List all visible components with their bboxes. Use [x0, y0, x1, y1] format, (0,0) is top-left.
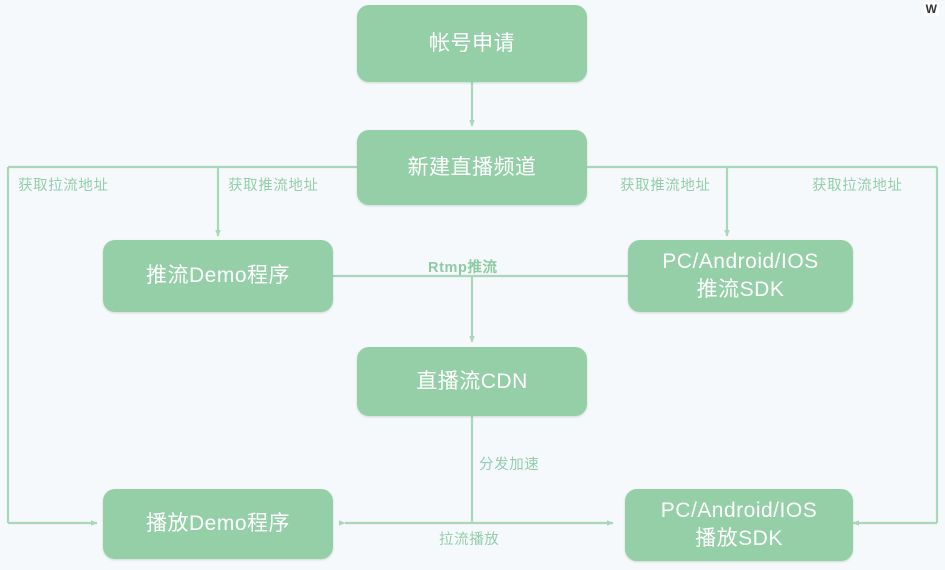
node-label-line2: 推流SDK [696, 278, 785, 301]
node-label: 推流Demo程序 [145, 264, 291, 288]
node-live-stream-cdn[interactable]: 直播流CDN [357, 347, 587, 416]
node-label: 帐号申请 [429, 31, 515, 55]
watermark-logo: W [923, 2, 939, 16]
node-play-sdk[interactable]: PC/Android/IOS 播放SDK [625, 489, 853, 561]
edge-label-push-address-left: 获取推流地址 [228, 178, 319, 194]
node-label-wrap: PC/Android/IOS 推流SDK [654, 248, 826, 303]
node-label: 直播流CDN [416, 369, 528, 393]
node-label-line1: PC/Android/IOS [662, 250, 819, 274]
node-play-demo-program[interactable]: 播放Demo程序 [103, 489, 333, 559]
edge-label-distribute-accelerate: 分发加速 [479, 457, 540, 473]
edge-label-rtmp-push: Rtmp推流 [428, 260, 498, 276]
node-account-application[interactable]: 帐号申请 [357, 5, 587, 82]
node-push-sdk[interactable]: PC/Android/IOS 推流SDK [628, 240, 853, 312]
edge-label-pull-address-left: 获取拉流地址 [18, 178, 109, 194]
edge-label-push-address-right: 获取推流地址 [620, 178, 711, 194]
edge-label-pull-address-right: 获取拉流地址 [812, 178, 903, 194]
node-label: 播放Demo程序 [145, 512, 291, 536]
node-create-live-channel[interactable]: 新建直播频道 [357, 130, 587, 205]
node-label: 新建直播频道 [407, 155, 537, 179]
node-push-demo-program[interactable]: 推流Demo程序 [103, 240, 333, 312]
node-label-wrap: PC/Android/IOS 播放SDK [653, 497, 825, 552]
node-label-line2: 播放SDK [695, 527, 783, 550]
edge-label-pull-play: 拉流播放 [439, 532, 500, 548]
node-label-line1: PC/Android/IOS [660, 499, 818, 523]
